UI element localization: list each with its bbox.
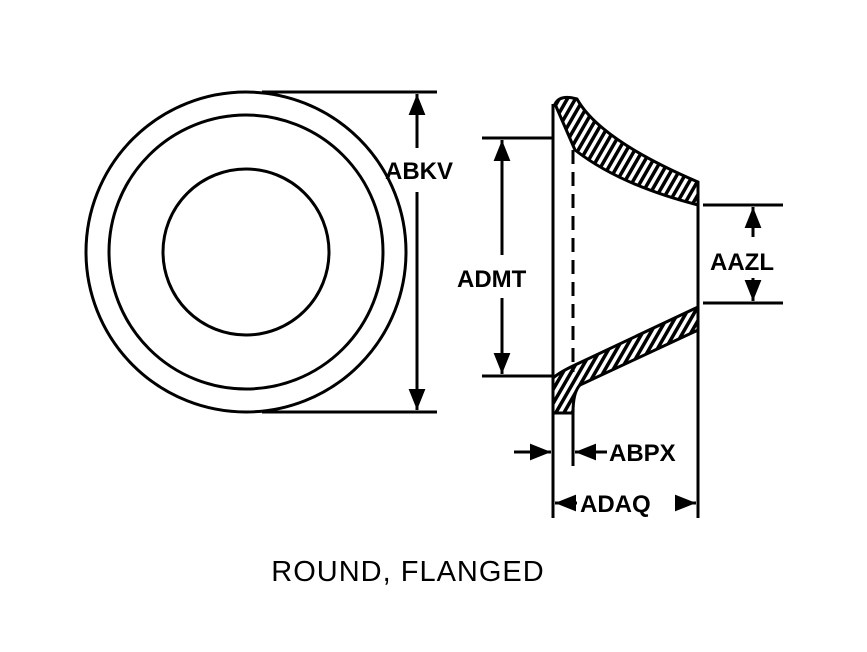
diagram-caption: ROUND, FLANGED: [271, 556, 544, 588]
label-abpx: ABPX: [609, 440, 676, 467]
middle-circle: [107, 113, 385, 391]
top-wall-section: [553, 95, 700, 207]
side-view: ADMT AAZL ABPX ADAQ: [457, 95, 783, 518]
bottom-wall-section: [551, 304, 700, 415]
label-admt: ADMT: [457, 266, 527, 293]
front-view: ABKV: [84, 90, 453, 414]
inner-circle: [161, 167, 331, 337]
outer-circle: [84, 90, 408, 414]
label-aazl: AAZL: [710, 249, 774, 276]
label-adaq: ADAQ: [580, 491, 651, 518]
label-abkv: ABKV: [385, 158, 453, 185]
